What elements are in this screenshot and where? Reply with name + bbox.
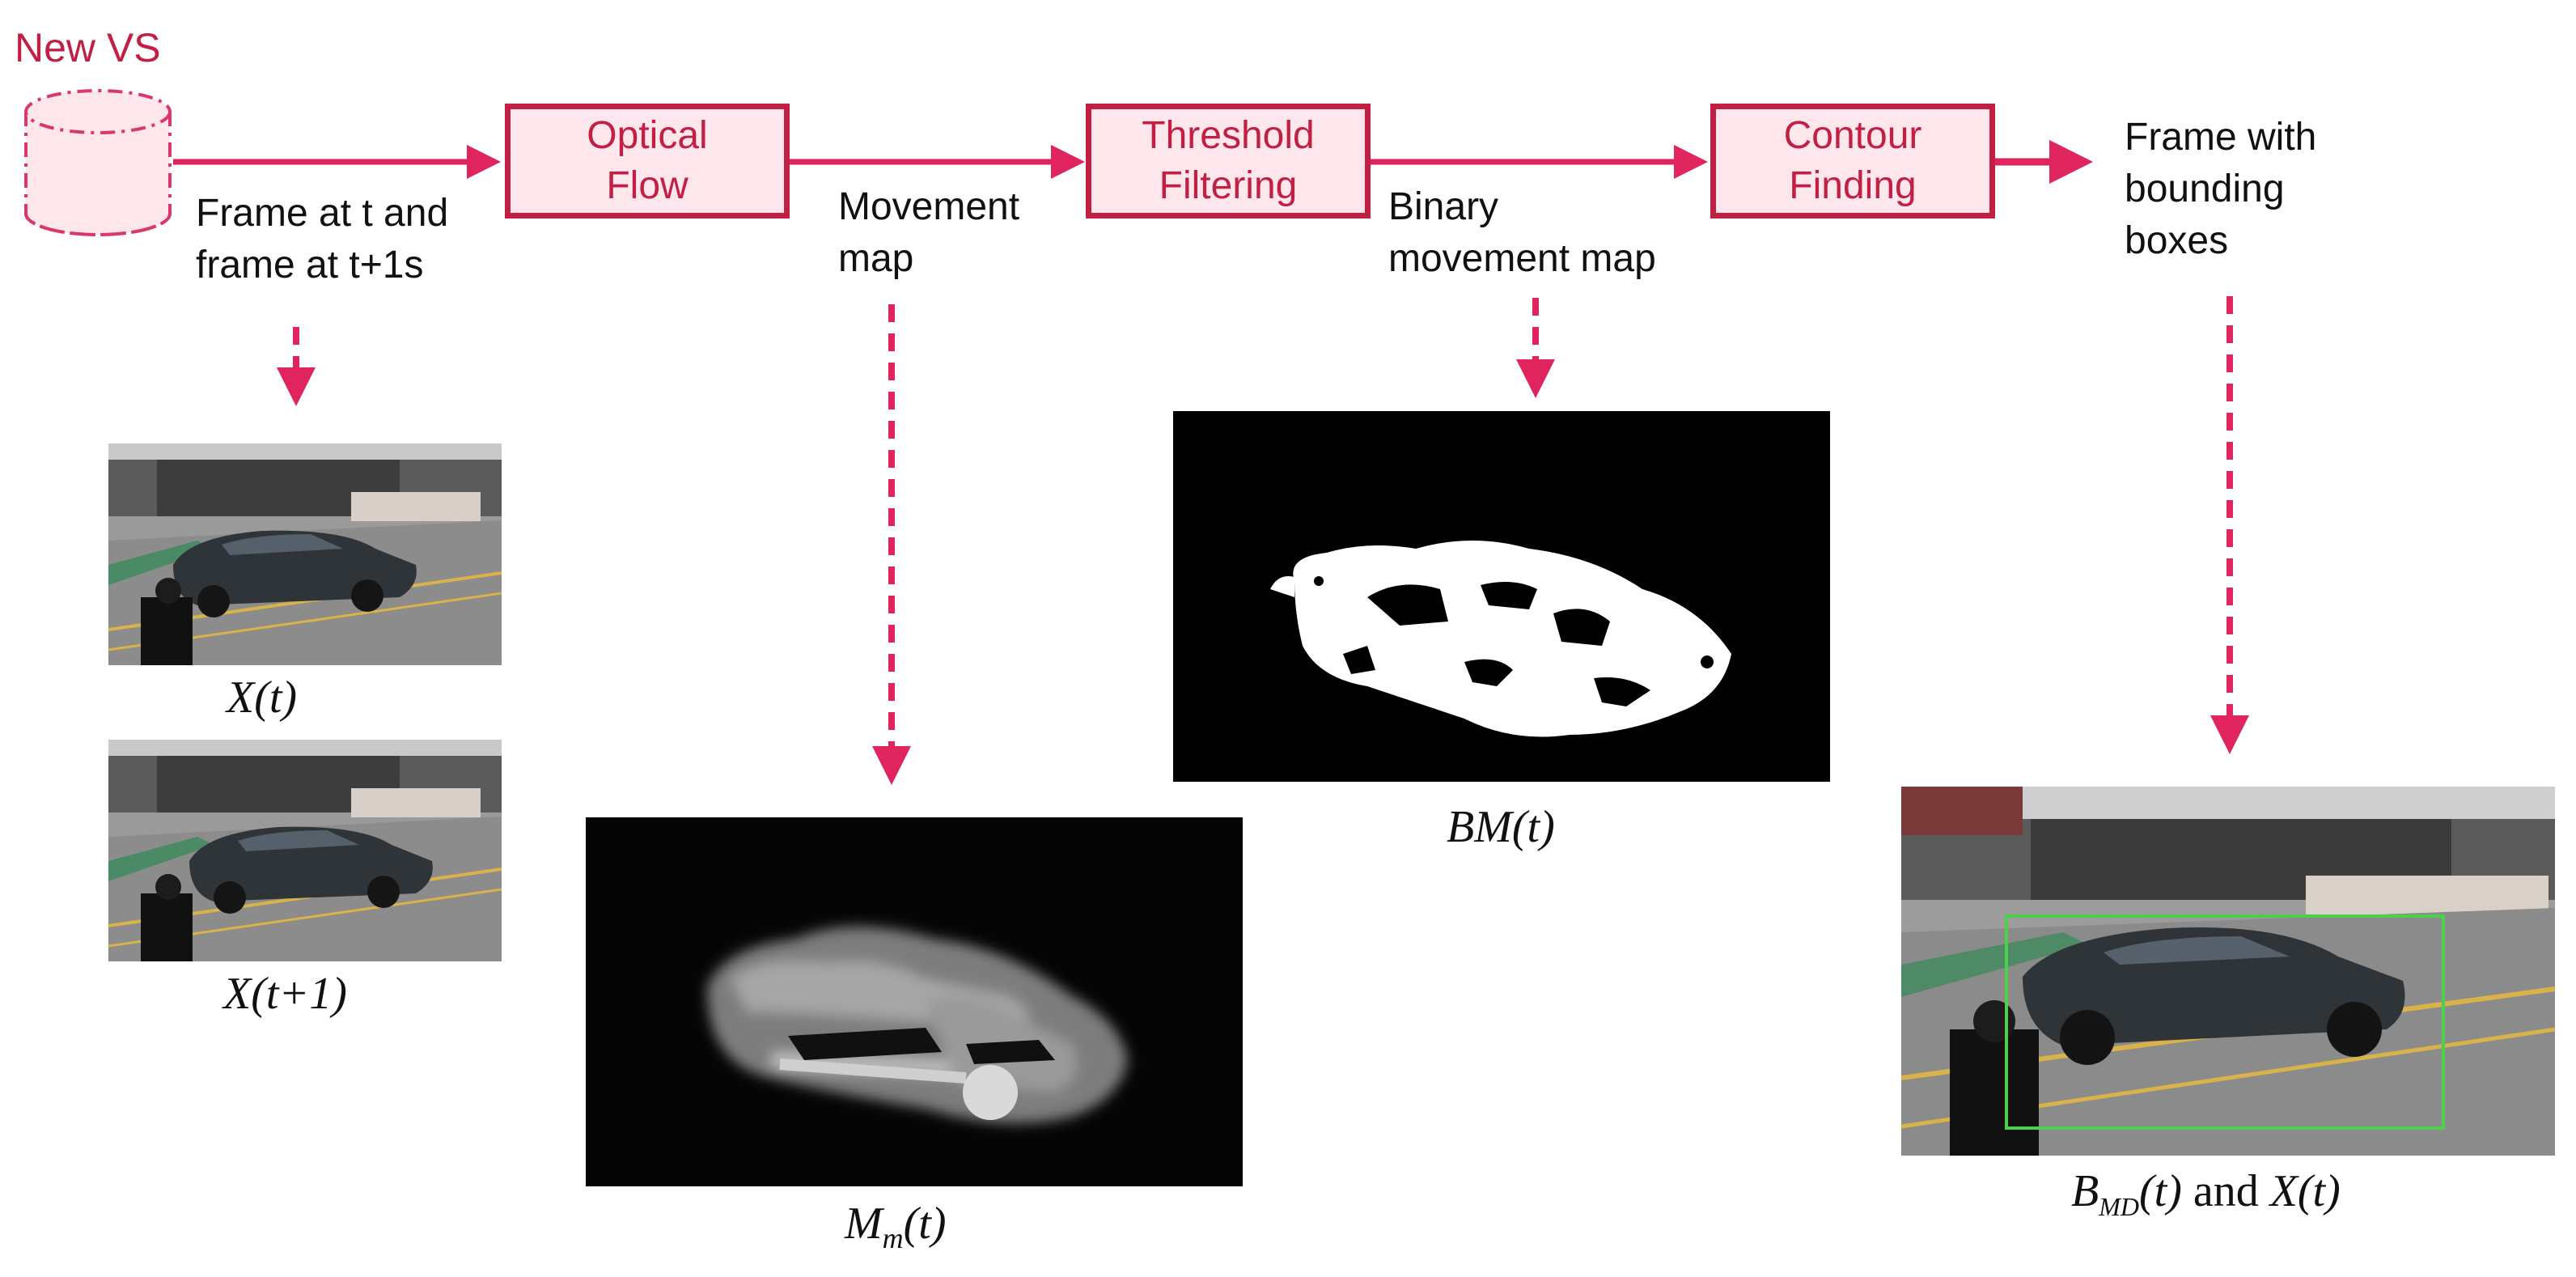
caption-tail: (t) (903, 1199, 947, 1249)
stage-label-line2: Flow (606, 164, 688, 207)
caption-subscript: m (882, 1222, 904, 1255)
caption-frame-t: X(t) (227, 672, 298, 723)
label-input-frames: Frame at t and frame at t+1s (196, 188, 448, 291)
caption-mid: (t) (2138, 1166, 2182, 1216)
binary-map-image (1173, 411, 1830, 782)
label-line: frame at t+1s (196, 244, 424, 286)
label-line: movement map (1388, 237, 1656, 280)
caption-and: and (2181, 1166, 2270, 1216)
frame-t-image (108, 443, 502, 665)
output-frame-image (1901, 787, 2555, 1156)
stage-threshold-filtering: Threshold Filtering (1086, 104, 1371, 218)
source-label: New VS (15, 25, 161, 70)
caption-subscript: MD (2099, 1192, 2139, 1222)
label-movement-map: Movement map (838, 181, 1019, 285)
bounding-box (2005, 914, 2445, 1130)
caption-symbol: B (2071, 1166, 2099, 1216)
caption-movement-map: Mm(t) (845, 1198, 947, 1255)
stage-optical-flow: Optical Flow (505, 104, 790, 218)
caption-frame-t1: X(t+1) (223, 969, 347, 1019)
caption-binary-map: BM(t) (1447, 802, 1555, 852)
label-line: boxes (2125, 219, 2229, 262)
caption-output: BMD(t) and X(t) (2071, 1165, 2341, 1222)
stage-contour-finding: Contour Finding (1710, 104, 1995, 218)
database-cylinder-icon (24, 89, 172, 236)
stage-label-line2: Filtering (1159, 164, 1298, 207)
stage-label-line1: Contour (1783, 114, 1922, 157)
label-output-frame: Frame with bounding boxes (2125, 112, 2316, 267)
label-line: Frame with (2125, 116, 2317, 159)
label-line: Movement (838, 185, 1020, 228)
label-binary-map: Binary movement map (1388, 181, 1656, 285)
caption-tail: X(t) (2269, 1166, 2341, 1216)
label-line: Frame at t and (196, 192, 449, 235)
stage-label-line1: Threshold (1142, 114, 1315, 157)
label-line: map (838, 237, 914, 280)
label-line: bounding (2125, 168, 2285, 210)
caption-symbol: M (845, 1199, 883, 1249)
movement-map-image (586, 817, 1243, 1186)
stage-label-line2: Finding (1789, 164, 1917, 207)
frame-t1-image (108, 740, 502, 961)
stage-label-line1: Optical (587, 114, 708, 157)
label-line: Binary (1388, 185, 1499, 228)
